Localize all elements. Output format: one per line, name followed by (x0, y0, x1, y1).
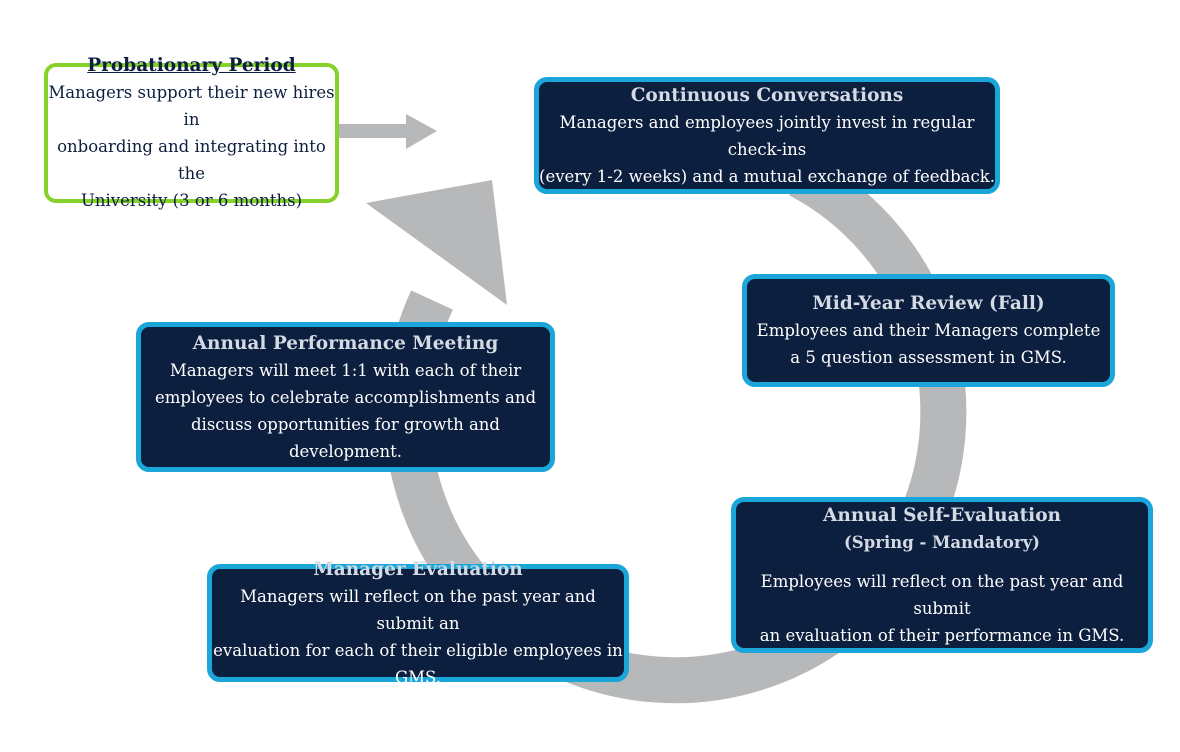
probation-arrow-head (406, 114, 437, 149)
manager-evaluation-text: Managers will reflect on the past year a… (213, 586, 623, 687)
probationary-period-box: Probationary Period Managers support the… (44, 55, 339, 210)
probationary-period-text: Managers support their new hires in onbo… (48, 83, 335, 210)
annual-performance-meeting-text: Managers will meet 1:1 with each of thei… (154, 360, 537, 461)
annual-self-evaluation-subtitle: (Spring - Mandatory) (844, 532, 1040, 552)
continuous-conversations-text: Managers and employees jointly invest in… (539, 112, 995, 186)
probation-arrow-shaft (338, 124, 410, 138)
probationary-period-title: Probationary Period (87, 55, 296, 76)
annual-performance-meeting-box: Annual Performance Meeting Managers will… (136, 322, 555, 472)
annual-self-evaluation-text: Employees will reflect on the past year … (759, 571, 1125, 645)
annual-self-evaluation-title: Annual Self-Evaluation (823, 504, 1061, 526)
continuous-conversations-box: Continuous Conversations Managers and em… (534, 77, 1000, 194)
manager-evaluation-title: Manager Evaluation (313, 558, 523, 580)
annual-performance-meeting-title: Annual Performance Meeting (192, 332, 499, 354)
annual-self-evaluation-box: Annual Self-Evaluation (Spring - Mandato… (731, 497, 1153, 653)
mid-year-review-box: Mid-Year Review (Fall) Employees and the… (742, 274, 1115, 387)
cycle-arrowhead (366, 180, 507, 305)
continuous-conversations-title: Continuous Conversations (630, 84, 904, 106)
mid-year-review-title: Mid-Year Review (Fall) (812, 293, 1045, 314)
manager-evaluation-box: Manager Evaluation Managers will reflect… (207, 559, 629, 687)
mid-year-review-text: Employees and their Managers complete a … (756, 321, 1101, 367)
